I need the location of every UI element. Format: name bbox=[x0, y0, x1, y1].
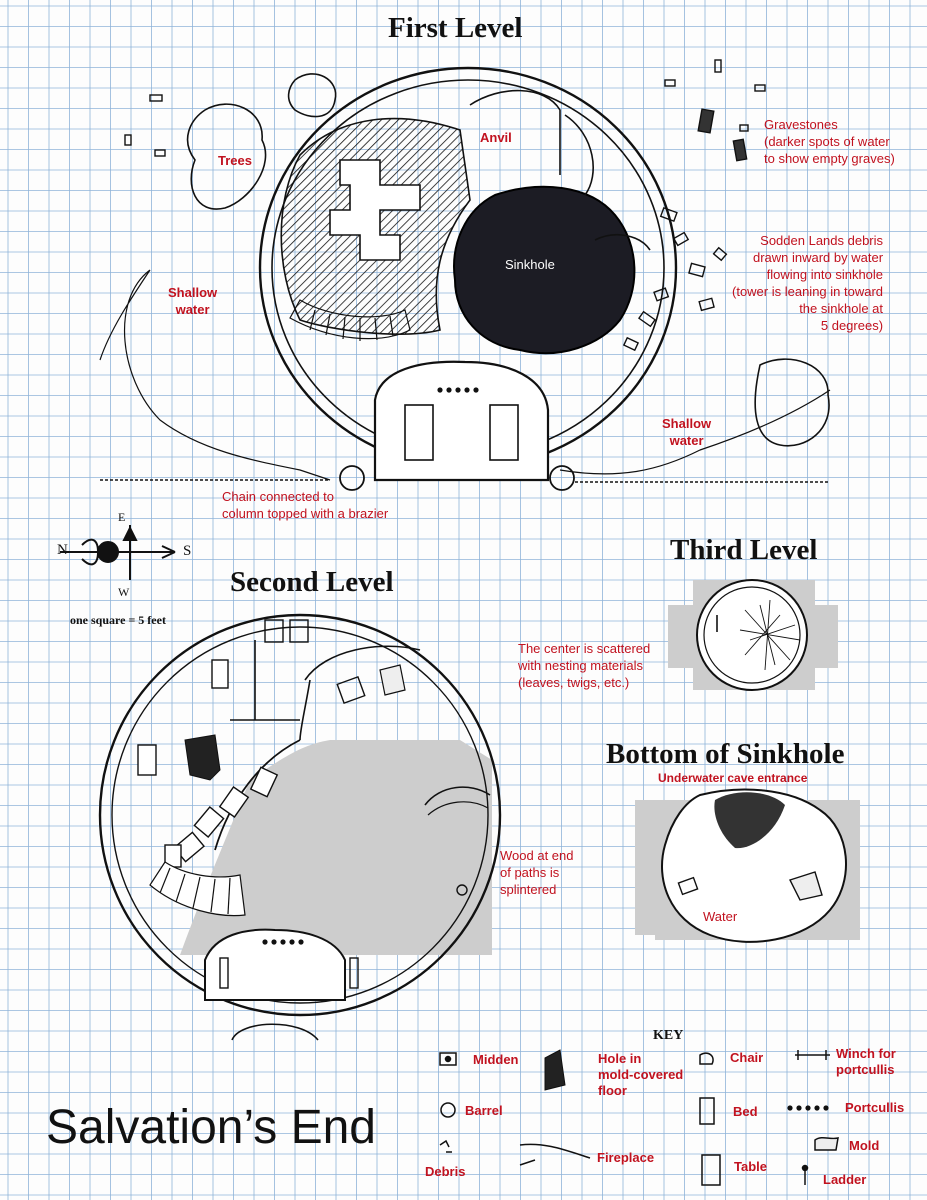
compass-s: S bbox=[183, 543, 192, 559]
compass-n: N bbox=[57, 542, 68, 558]
sinkhole-bottom-outline bbox=[661, 788, 847, 943]
anvil-label: Anvil bbox=[480, 130, 512, 145]
gravestones-note: Gravestones (darker spots of water to sh… bbox=[764, 117, 895, 166]
tree-clump bbox=[186, 103, 267, 210]
shallow-water-outline bbox=[99, 269, 331, 481]
third-level-tower-wall bbox=[696, 579, 808, 691]
tree-clump bbox=[754, 358, 830, 447]
brazier-column bbox=[549, 465, 575, 491]
scale-note: one square = 5 feet bbox=[70, 613, 166, 627]
second-level-gray-floor bbox=[180, 740, 492, 955]
debris-rocks bbox=[622, 206, 728, 352]
third-level-map bbox=[668, 579, 838, 691]
key-bed: Bed bbox=[733, 1104, 758, 1119]
key-chair: Chair bbox=[730, 1050, 764, 1065]
chain-note: Chain connected to column topped with a … bbox=[222, 489, 389, 521]
key-fireplace: Fireplace bbox=[597, 1150, 655, 1165]
wood-note: Wood at end of paths is splintered bbox=[500, 848, 574, 897]
trees-label: Trees bbox=[218, 153, 252, 168]
key-midden: Midden bbox=[473, 1052, 519, 1067]
stairs bbox=[289, 299, 411, 341]
portcullis-dots bbox=[437, 387, 479, 393]
key-ladder: Ladder bbox=[823, 1172, 867, 1187]
curved-stairs-right bbox=[424, 786, 491, 806]
gatehouse bbox=[373, 360, 550, 482]
beds bbox=[137, 659, 279, 868]
nesting-note: The center is scattered with nesting mat… bbox=[518, 641, 651, 690]
third-level-title: Third Level bbox=[670, 534, 818, 566]
key-barrel: Barrel bbox=[465, 1103, 503, 1118]
key-debris: Debris bbox=[425, 1164, 466, 1179]
key-table: Table bbox=[734, 1159, 767, 1174]
sinkhole-label: Sinkhole bbox=[505, 257, 555, 272]
bottom-of-sinkhole-title: Bottom of Sinkhole bbox=[606, 738, 845, 770]
tower-wall-second-outer bbox=[98, 613, 502, 1017]
bottom-sinkhole-map bbox=[635, 788, 860, 943]
second-level-map bbox=[98, 613, 502, 1041]
key-winch: Winch for portcullis bbox=[836, 1046, 896, 1077]
debris-note: Sodden Lands debris drawn inward by wate… bbox=[732, 233, 884, 333]
stairs-second bbox=[149, 861, 246, 917]
first-level-title: First Level bbox=[388, 12, 523, 44]
second-level-title: Second Level bbox=[230, 566, 394, 598]
shallow-water-right-label: Shallow water bbox=[662, 416, 712, 448]
tree-clump bbox=[287, 73, 337, 118]
key-mold: Mold bbox=[849, 1138, 880, 1153]
cave-entrance-label: Underwater cave entrance bbox=[658, 771, 808, 785]
first-level-map bbox=[99, 59, 831, 491]
shallow-water-left-label: Shallow water bbox=[168, 285, 218, 317]
brazier-column bbox=[339, 465, 365, 491]
chain bbox=[100, 479, 830, 483]
sinkhole bbox=[453, 185, 636, 355]
hole-in-floor bbox=[329, 159, 421, 261]
key-icons bbox=[439, 1049, 839, 1186]
gravestones bbox=[124, 59, 766, 162]
key-hole: Hole in mold-covered floor bbox=[598, 1051, 684, 1098]
compass-rose-icon bbox=[60, 525, 176, 580]
cave-entrance bbox=[714, 792, 785, 849]
mold-hole-second bbox=[184, 734, 221, 781]
key-portcullis: Portcullis bbox=[845, 1100, 905, 1115]
map-title: Salvation’s End bbox=[46, 1101, 376, 1154]
water-label: Water bbox=[703, 909, 738, 924]
compass-e: E bbox=[118, 510, 126, 524]
key-title: KEY bbox=[653, 1028, 684, 1043]
nesting-materials bbox=[739, 599, 801, 671]
compass-w: W bbox=[118, 585, 130, 599]
